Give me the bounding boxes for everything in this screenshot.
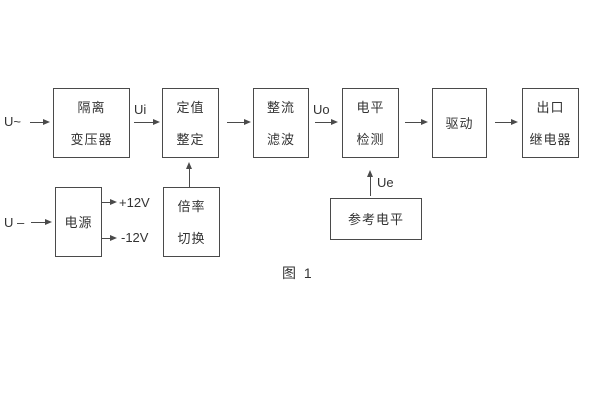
block-label: 电平 [356,99,385,115]
arrow-power-plus12 [102,199,117,205]
block-label: 电源 [64,214,93,230]
block-level-detect: 电平 检测 [342,88,399,158]
block-label: 倍率 [177,198,206,214]
block-setting-adjust: 定值 整定 [162,88,219,158]
arrow-drive-to-output [495,119,518,125]
block-power-supply: 电源 [55,187,102,257]
arrow-power-minus12 [102,235,117,241]
block-label: 隔离 [77,99,106,115]
block-label: 整定 [176,131,205,147]
block-output-relay: 出口 继电器 [522,88,579,158]
block-isolation-transformer: 隔离 变压器 [53,88,130,158]
arrow-reference-to-level [367,170,373,196]
block-multiplier-switch: 倍率 切换 [163,187,220,257]
signal-label-ui: Ui [134,102,147,117]
block-label: 出口 [536,99,565,115]
block-label: 继电器 [529,131,572,147]
block-label: 切换 [177,230,206,246]
signal-label-plus12v: +12V [119,195,150,210]
arrow-isolation-to-setting [134,119,160,125]
signal-label-uo: Uo [313,102,330,117]
figure-caption: 图 1 [282,265,314,281]
block-label: 整流 [266,99,295,115]
signal-label-input-ac: U~ [4,114,21,129]
signal-label-minus12v: -12V [121,230,149,245]
block-rectifier-filter: 整流 滤波 [253,88,309,158]
arrow-input-ac-to-isolation [30,119,50,125]
arrow-setting-to-rectifier [227,119,251,125]
block-label: 检测 [356,131,385,147]
arrow-input-dc-to-power [31,219,52,225]
block-drive: 驱动 [432,88,487,158]
arrow-rectifier-to-level [315,119,338,125]
arrow-level-to-drive [405,119,428,125]
signal-label-ue: Ue [377,175,394,190]
block-label: 变压器 [70,131,113,147]
block-label: 驱动 [445,115,474,131]
block-reference-level: 参考电平 [330,198,422,240]
arrow-multiplier-to-setting [186,162,192,187]
signal-label-input-dc: U – [4,215,25,230]
block-label: 参考电平 [347,211,404,227]
block-label: 滤波 [266,131,295,147]
block-label: 定值 [176,99,205,115]
